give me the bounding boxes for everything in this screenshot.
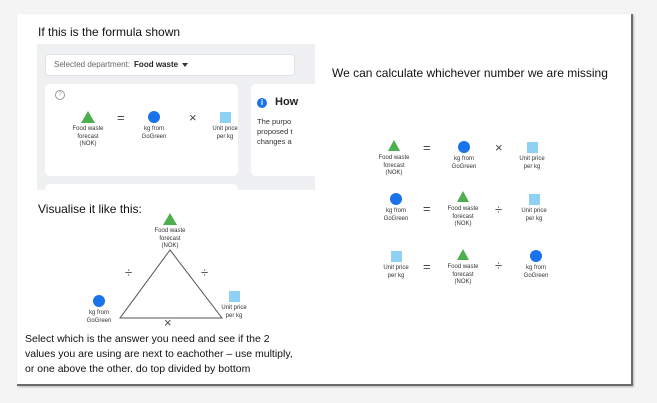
row2-square-shape bbox=[529, 194, 540, 205]
equals-operator: = bbox=[117, 110, 125, 125]
diagram-divide-right: ÷ bbox=[201, 265, 209, 280]
row3-circle-shape bbox=[530, 250, 542, 262]
row2-divide: ÷ bbox=[495, 202, 503, 217]
circle-shape bbox=[148, 111, 160, 123]
row3-triangle-shape bbox=[457, 249, 469, 260]
row2-circle-shape bbox=[390, 193, 402, 205]
row3-square-shape bbox=[391, 251, 402, 262]
diagram-square-shape bbox=[229, 291, 240, 302]
diagram-triangle-shape bbox=[163, 213, 177, 225]
triangle-shape bbox=[81, 111, 95, 123]
department-select-label: Selected department: bbox=[54, 60, 131, 69]
department-select[interactable]: Selected department:Food waste bbox=[45, 54, 295, 76]
explanation-text: Select which is the answer you need and … bbox=[25, 332, 293, 377]
heading-visualise: Visualise it like this: bbox=[38, 202, 142, 216]
explanation-line: or one above the other. do top divided b… bbox=[25, 363, 251, 375]
row3-equals: = bbox=[423, 259, 431, 274]
row1-square-shape bbox=[527, 142, 538, 153]
info-card-title: How bbox=[275, 96, 299, 108]
info-icon: i bbox=[257, 98, 267, 108]
explanation-line: Select which is the answer you need and … bbox=[25, 333, 270, 345]
explanation-line: values you are using are next to eachoth… bbox=[25, 348, 293, 360]
triangle-diagram-lines bbox=[119, 249, 224, 319]
diagram-multiply: × bbox=[164, 315, 172, 330]
square-shape bbox=[220, 112, 231, 123]
help-icon[interactable]: ? bbox=[55, 90, 65, 100]
info-card: i How The purpo proposed t changes a bbox=[251, 84, 315, 176]
slide: If this is the formula shown Selected de… bbox=[17, 14, 633, 386]
row1-multiply: × bbox=[495, 140, 503, 155]
department-select-value: Food waste bbox=[134, 60, 179, 69]
row1-triangle-shape bbox=[388, 140, 400, 151]
info-card-text: The purpo proposed t changes a bbox=[257, 117, 293, 146]
row3-divide: ÷ bbox=[495, 258, 503, 273]
row2-triangle-shape bbox=[457, 191, 469, 202]
diagram-divide-left: ÷ bbox=[125, 265, 133, 280]
diagram-circle-shape bbox=[93, 295, 105, 307]
multiply-operator: × bbox=[189, 110, 197, 125]
heading-calculate-missing: We can calculate whichever number we are… bbox=[332, 66, 608, 80]
row1-circle-shape bbox=[458, 141, 470, 153]
row2-equals: = bbox=[423, 201, 431, 216]
lower-card bbox=[45, 184, 238, 190]
chevron-down-icon bbox=[182, 62, 189, 67]
app-screenshot-panel: Selected department:Food waste ? Food wa… bbox=[37, 44, 315, 190]
row1-equals: = bbox=[423, 140, 431, 155]
heading-formula-shown: If this is the formula shown bbox=[38, 25, 181, 39]
